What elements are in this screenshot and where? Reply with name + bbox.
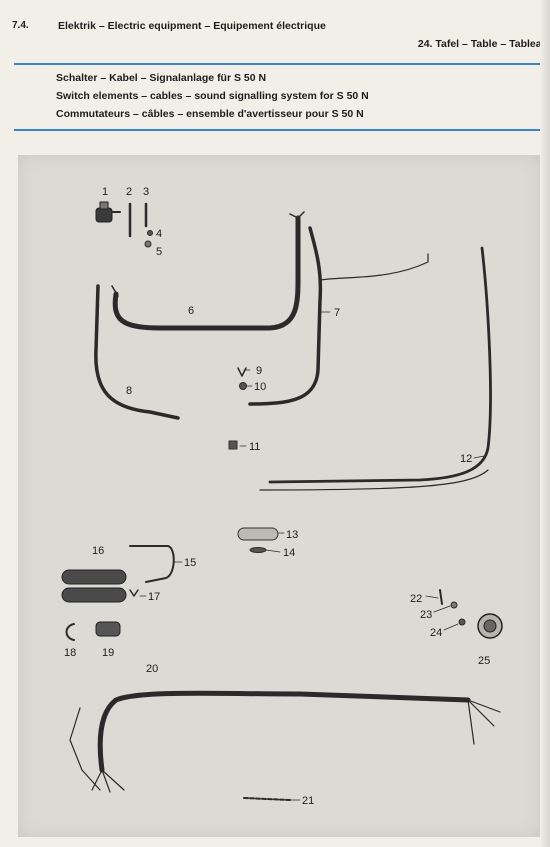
part-label-16: 16 <box>92 545 104 557</box>
part-18-spring-clip-illustration <box>65 623 75 641</box>
part-15-cable-illustration <box>129 545 175 583</box>
section-title: Elektrik – Electric equipment – Equipeme… <box>58 20 326 32</box>
part-label-14: 14 <box>283 547 295 559</box>
part-label-24: 24 <box>430 627 442 639</box>
parts-photo-background <box>18 155 540 837</box>
part-1-switch-illustration <box>95 201 121 223</box>
part-label-1: 1 <box>102 186 108 198</box>
part-label-19: 19 <box>102 647 114 659</box>
part-label-15: 15 <box>184 557 196 569</box>
part-label-9: 9 <box>256 365 262 377</box>
leader-lines <box>139 311 485 801</box>
part-label-12: 12 <box>460 453 472 465</box>
part-label-6: 6 <box>188 305 194 317</box>
part-21-cable-illustration <box>243 797 291 801</box>
subtitle-german: Schalter – Kabel – Signalanlage für S 50… <box>56 72 267 84</box>
part-20-harness-ends <box>69 699 501 793</box>
part-6-cable-illustration <box>112 215 301 331</box>
part-label-17: 17 <box>148 591 160 603</box>
part-4-washer-illustration <box>147 230 153 236</box>
part-label-11: 11 <box>249 441 260 453</box>
part-label-5: 5 <box>156 246 162 258</box>
part-25-horn-illustration <box>477 613 503 639</box>
part-label-20: 20 <box>146 663 158 675</box>
bottom-rule <box>14 129 550 131</box>
part-label-3: 3 <box>143 186 149 198</box>
part-12-cable-branch <box>259 469 489 491</box>
part-10-grommet-illustration <box>239 382 247 390</box>
part-label-25: 25 <box>478 655 490 667</box>
part-label-23: 23 <box>420 609 432 621</box>
page-edge-shadow <box>540 0 550 847</box>
part-20-main-harness-illustration <box>97 690 471 773</box>
part-5-washer-illustration <box>144 240 152 248</box>
top-rule <box>14 63 550 65</box>
part-13-fuse-holder-illustration <box>237 527 279 541</box>
part-17-terminal-illustration <box>129 589 139 597</box>
part-label-4: 4 <box>156 228 162 240</box>
part-9-terminal-illustration <box>237 367 247 377</box>
part-label-2: 2 <box>126 186 132 198</box>
part-23-washer-illustration <box>450 601 458 609</box>
part-label-7: 7 <box>334 307 340 319</box>
part-label-21: 21 <box>302 795 314 807</box>
part-12-cable-illustration <box>268 246 492 484</box>
section-number: 7.4. <box>12 20 29 31</box>
part-19-switch-housing-illustration <box>95 621 121 637</box>
part-16-grips-illustration <box>61 569 127 603</box>
part-11-clip-illustration <box>228 440 238 450</box>
part-8-cable-illustration <box>94 284 180 420</box>
subtitle-english: Switch elements – cables – sound signall… <box>56 90 369 102</box>
part-label-18: 18 <box>64 647 76 659</box>
part-7-cable-illustration <box>248 226 323 406</box>
part-6-cable-ends <box>111 211 305 297</box>
part-label-22: 22 <box>410 593 422 605</box>
part-label-10: 10 <box>254 381 266 393</box>
part-14-fuse-illustration <box>249 547 267 553</box>
part-7-cable-ends <box>319 253 429 281</box>
subtitle-french: Commutateurs – câbles – ensemble d'avert… <box>56 108 364 120</box>
part-label-8: 8 <box>126 385 132 397</box>
part-24-nut-illustration <box>458 618 466 626</box>
part-label-13: 13 <box>286 529 298 541</box>
part-22-screw-illustration <box>439 589 443 605</box>
subtitle-block: Schalter – Kabel – Signalanlage für S 50… <box>56 69 369 123</box>
table-label: 24. Tafel – Table – Tableau <box>417 38 548 50</box>
